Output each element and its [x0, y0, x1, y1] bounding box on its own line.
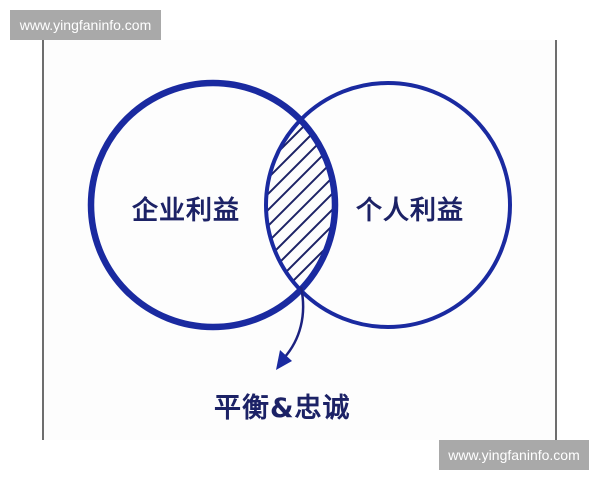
watermark-bottom: www.yingfaninfo.com [439, 440, 589, 470]
left-circle-label: 企业利益 [132, 196, 241, 226]
watermark-top: www.yingfaninfo.com [10, 10, 161, 40]
arrow-shaft [283, 286, 305, 359]
right-circle-label: 个人利益 [356, 196, 465, 226]
diagram-panel [44, 40, 555, 440]
frame-border-right [555, 40, 557, 440]
frame-border-left [42, 40, 44, 440]
intersection-result-label: 平衡&忠诚 [214, 393, 351, 424]
left-circle [87, 79, 339, 331]
right-circle [264, 81, 512, 329]
arrow-head-icon [276, 350, 292, 370]
